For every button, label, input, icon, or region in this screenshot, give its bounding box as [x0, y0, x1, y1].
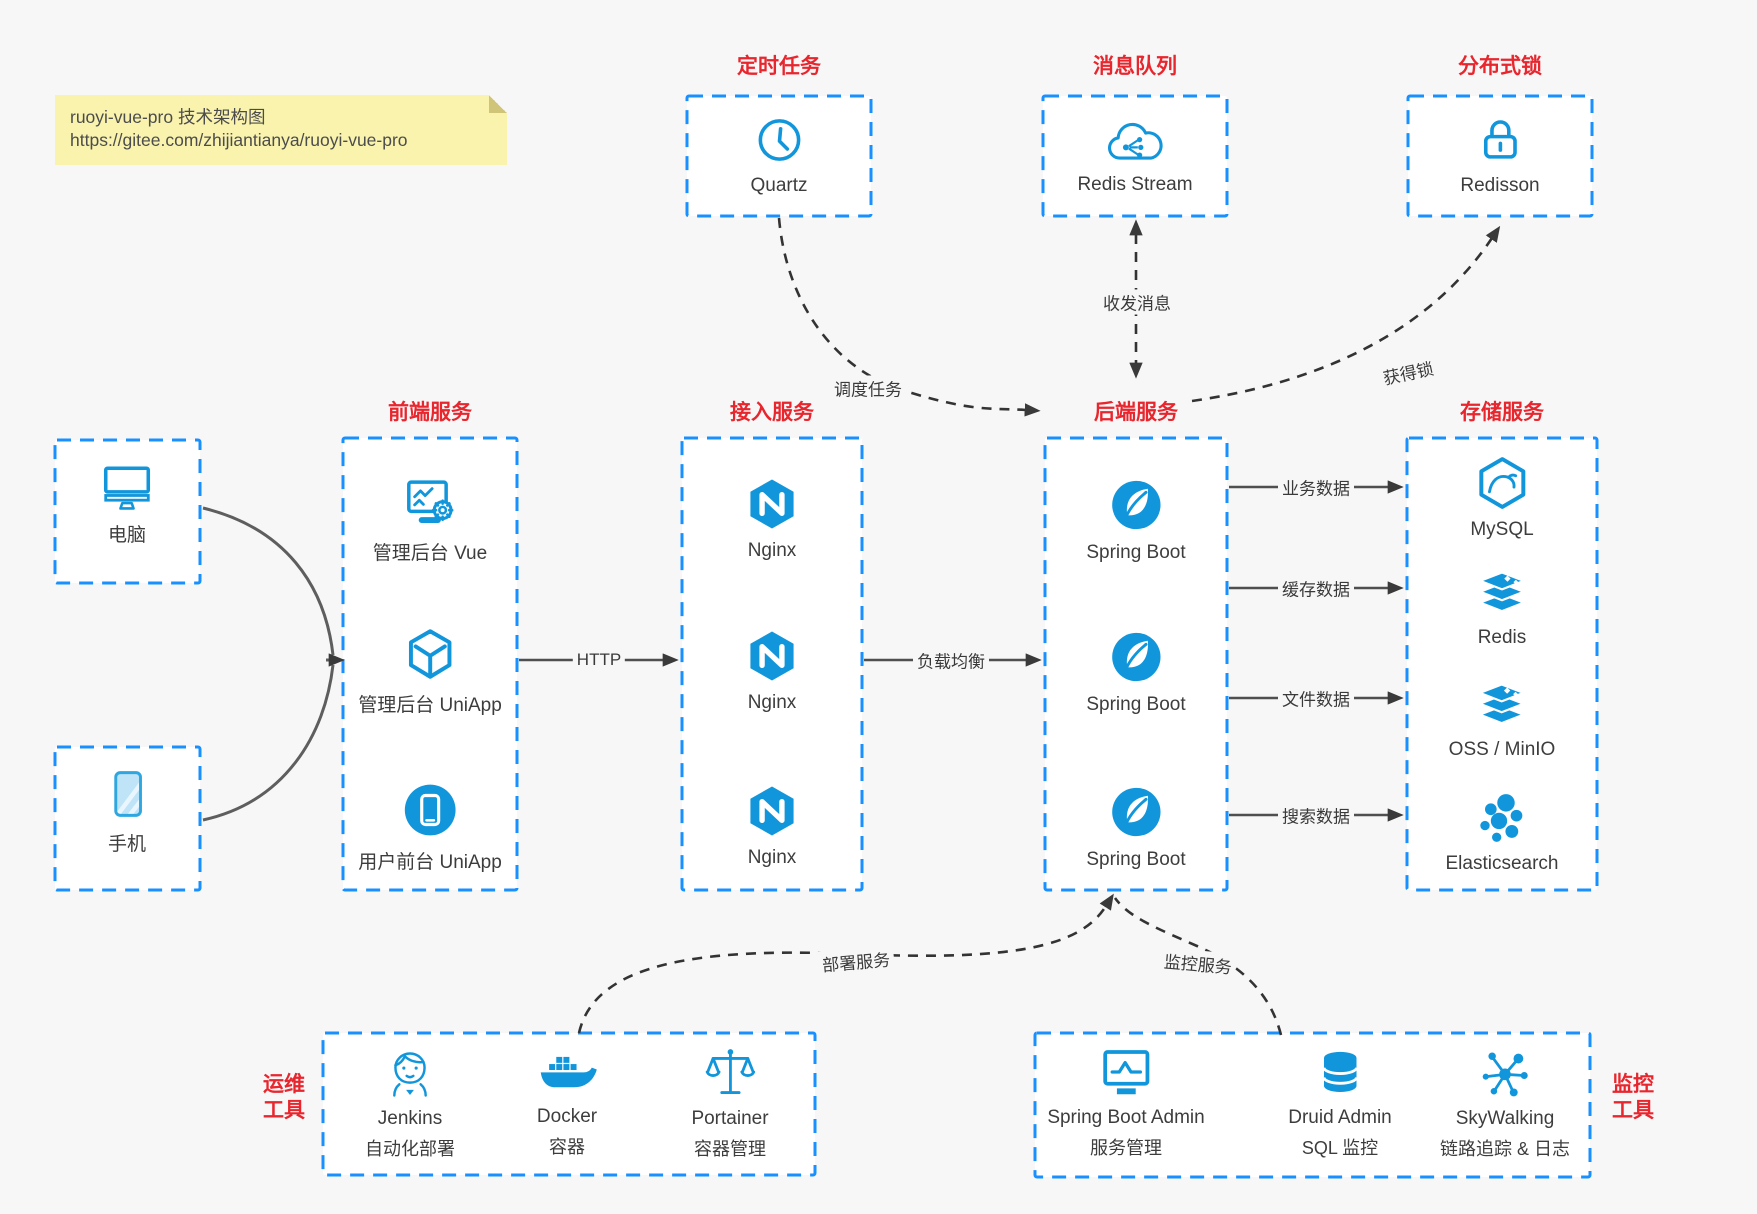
edge-label-search-data: 搜索数据	[1278, 802, 1354, 828]
edge-schedule-task	[777, 217, 1041, 417]
skywalking-icon	[1477, 1044, 1533, 1100]
node-admin-vue: 管理后台 Vue	[373, 474, 487, 565]
edge-label-cache-data: 缓存数据	[1278, 575, 1354, 601]
node-jenkins: Jenkins 自动化部署	[365, 1044, 455, 1161]
edge-label-load-balance: 负载均衡	[913, 647, 989, 673]
node-mysql: MySQL	[1470, 455, 1534, 541]
computer-icon	[98, 460, 156, 512]
portainer-icon	[704, 1044, 756, 1100]
nginx-icon	[744, 783, 800, 839]
title-scheduled: 定时任务	[737, 55, 821, 78]
mysql-icon	[1474, 455, 1530, 511]
group-monitor-box	[1033, 1031, 1592, 1179]
note-fold-corner	[489, 95, 507, 113]
title-backend: 后端服务	[1094, 401, 1178, 424]
node-skywalking: SkyWalking 链路追踪 & 日志	[1440, 1044, 1570, 1161]
node-springboot-3: Spring Boot	[1086, 783, 1186, 871]
oss-icon	[1473, 679, 1531, 731]
edge-label-schedule-task: 调度任务	[830, 375, 906, 401]
phone-icon	[102, 767, 152, 821]
node-springboot-1: Spring Boot	[1086, 476, 1186, 564]
node-nginx-2: Nginx	[744, 628, 800, 714]
node-elasticsearch: Elasticsearch	[1446, 791, 1559, 875]
node-nginx-3: Nginx	[744, 783, 800, 869]
node-redisson: Redisson	[1460, 113, 1540, 197]
node-nginx-1: Nginx	[744, 476, 800, 562]
edge-computer-to-frontend	[202, 506, 335, 656]
edge-label-send-receive-msg: 收发消息	[1099, 289, 1175, 315]
note-title: ruoyi-vue-pro 技术架构图	[70, 107, 266, 127]
node-docker: Docker 容器	[536, 1048, 598, 1159]
nginx-icon	[744, 476, 800, 532]
edge-deploy-service	[577, 893, 1114, 1034]
cloud-stream-icon	[1104, 118, 1166, 166]
node-oss-minio: OSS / MinIO	[1449, 679, 1555, 761]
title-ops: 运维 工具	[263, 1073, 305, 1122]
title-mq: 消息队列	[1093, 55, 1177, 78]
group-ops-box	[321, 1031, 817, 1177]
group-storage-box	[1405, 436, 1599, 892]
clock-icon	[752, 113, 806, 167]
title-frontend: 前端服务	[388, 401, 472, 424]
spring-icon	[1107, 476, 1165, 534]
node-portainer: Portainer 容器管理	[691, 1044, 769, 1161]
edge-monitor-service	[1113, 897, 1283, 1036]
edge-phone-to-frontend	[202, 664, 335, 822]
edge-label-file-data: 文件数据	[1278, 685, 1354, 711]
nginx-icon	[744, 628, 800, 684]
docker-icon	[536, 1048, 598, 1098]
spring-icon	[1107, 628, 1165, 686]
node-user-uniapp: 用户前台 UniApp	[358, 781, 502, 874]
group-mq-box	[1041, 94, 1229, 218]
device-computer-box	[53, 438, 202, 585]
node-springboot-2: Spring Boot	[1086, 628, 1186, 716]
node-redis-stream: Redis Stream	[1077, 118, 1193, 196]
user-uniapp-icon	[401, 781, 459, 839]
spring-icon	[1107, 783, 1165, 841]
note-url: https://gitee.com/zhijiantianya/ruoyi-vu…	[70, 130, 408, 150]
redis-icon	[1473, 567, 1531, 619]
group-scheduled-box	[685, 94, 873, 218]
jenkins-icon	[384, 1044, 436, 1100]
lock-icon	[1473, 113, 1527, 167]
admin-vue-icon	[401, 474, 459, 530]
uniapp-cube-icon	[402, 626, 458, 682]
device-phone-box	[53, 745, 202, 892]
elasticsearch-icon	[1474, 791, 1530, 845]
druid-icon	[1314, 1047, 1366, 1099]
node-spring-boot-admin: Spring Boot Admin 服务管理	[1047, 1045, 1205, 1160]
edge-label-business-data: 业务数据	[1278, 474, 1354, 500]
node-druid-admin: Druid Admin SQL 监控	[1288, 1047, 1392, 1160]
title-storage: 存储服务	[1460, 401, 1544, 424]
title-gateway: 接入服务	[730, 401, 814, 424]
node-quartz: Quartz	[750, 113, 808, 197]
title-lock: 分布式锁	[1458, 55, 1542, 78]
sticky-note: ruoyi-vue-pro 技术架构图 https://gitee.com/zh…	[55, 95, 507, 165]
node-admin-uniapp: 管理后台 UniApp	[358, 626, 502, 717]
node-redis: Redis	[1473, 567, 1531, 649]
sba-icon	[1097, 1045, 1155, 1099]
title-monitor: 监控 工具	[1612, 1073, 1654, 1122]
edge-acquire-lock	[1191, 225, 1501, 403]
edge-label-http: HTTP	[572, 650, 626, 670]
node-computer: 电脑	[98, 460, 156, 547]
node-phone: 手机	[102, 767, 152, 856]
